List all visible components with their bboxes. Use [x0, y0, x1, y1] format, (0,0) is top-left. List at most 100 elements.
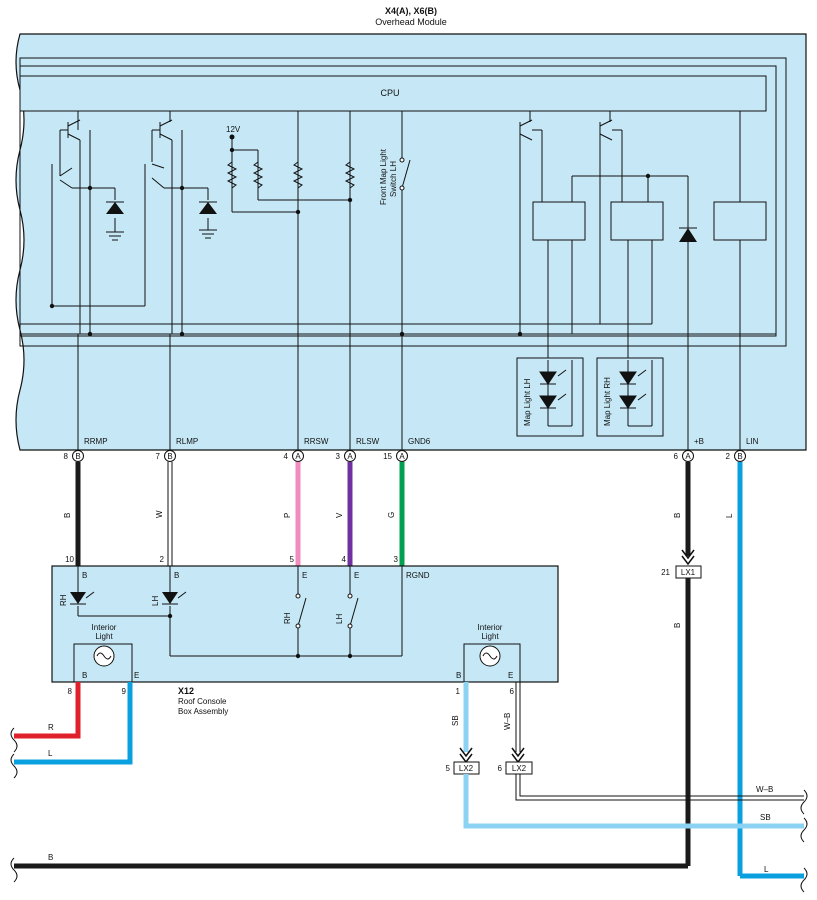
module-pin-lines [77, 111, 403, 450]
console-pin-1: 1 [456, 687, 461, 696]
bus-frame-inner [19, 65, 777, 337]
interior-light-left-2: Light [95, 632, 113, 641]
pin-name-lin: LIN [746, 437, 759, 446]
pin-num-rlsw: 3 [336, 452, 341, 461]
console-name-2: Box Assembly [178, 707, 228, 716]
wb-wire-lower-a [515, 774, 804, 801]
wire-label-rlsw: V [335, 512, 344, 518]
wire-label-rlmp: W [155, 510, 164, 518]
break-mark-left-b [10, 857, 18, 883]
pin-conn-rrsw: A [295, 452, 301, 461]
blue-wire-left [14, 682, 133, 765]
module-name: Overhead Module [375, 17, 447, 27]
pin-num-rrmp: 8 [64, 452, 69, 461]
wire-label-l-left: L [48, 749, 53, 758]
pin-num-rlmp: 7 [156, 452, 161, 461]
wire-color-labels: B W P V G B L [63, 510, 734, 518]
pin-num-rrsw: 4 [284, 452, 289, 461]
wire-label-rrmp: B [63, 513, 72, 518]
front-switch-label-2: Switch LH [389, 161, 398, 197]
console-led-lh [162, 592, 178, 604]
lx2-pin-b: 6 [498, 764, 503, 773]
rrmp-driver [51, 111, 145, 334]
wire-label-gnd6: G [387, 512, 396, 518]
rlmp-zener [199, 202, 217, 214]
console-led-rh-label: RH [59, 594, 68, 606]
pin-conn-rlsw: A [347, 452, 353, 461]
interior-left-term-e: E [134, 671, 139, 680]
wire-label-sb-right: SB [760, 813, 771, 822]
lx1-pin: 21 [661, 568, 670, 577]
interior-light-left: Interior Light B E [73, 623, 139, 683]
harness-wires [75, 462, 743, 876]
console-term-1: B [82, 571, 87, 580]
roof-console-box [51, 565, 559, 683]
lx2-pin-a: 5 [446, 764, 451, 773]
pin-conn-lin: B [737, 452, 742, 461]
break-mark-right-wb [800, 789, 808, 815]
console-pin-4: 4 [342, 555, 347, 564]
pin-num-lin: 2 [726, 452, 731, 461]
pin-name-rlmp: RLMP [176, 437, 198, 446]
cpu-block [19, 75, 767, 112]
console-led-lh-label: LH [151, 596, 160, 606]
console-term-4: E [354, 571, 359, 580]
wb-wire-lower-b [519, 774, 804, 797]
pin-name-gnd6: GND6 [408, 437, 431, 446]
interior-light-right-1: Interior [478, 623, 503, 632]
console-term-3: E [302, 571, 307, 580]
pin-conn-gnd6: A [399, 452, 405, 461]
lx2-label-a: LX2 [459, 764, 474, 773]
break-mark-right-sb [800, 817, 808, 843]
interior-right-term-e: E [508, 671, 513, 680]
lx2-label-b: LX2 [512, 764, 527, 773]
module-pin-names: RRMP RLMP RRSW RLSW GND6 +B LIN [84, 437, 759, 446]
interior-light-right: Interior Light B E [456, 623, 521, 683]
wire-label-lin: L [725, 513, 734, 518]
sb-wire-lower [463, 774, 804, 829]
map-light-leds [539, 360, 653, 427]
console-pin-6: 6 [510, 687, 515, 696]
console-sw-lh-label: LH [335, 614, 344, 624]
pin-num-b: 6 [674, 452, 679, 461]
module-id: X4(A), X6(B) [385, 6, 437, 16]
wire-label-b: B [673, 513, 682, 518]
rlmp-driver [144, 111, 217, 334]
module-pins: B 8 B 7 A 4 A 3 A 15 A 6 B 2 [64, 450, 746, 462]
supply-label: 12V [226, 125, 241, 134]
wire-label-r: R [48, 723, 54, 732]
console-circuit [77, 566, 403, 657]
cpu-label: CPU [380, 88, 399, 98]
console-name-1: Roof Console [178, 697, 227, 706]
interior-left-term-b: B [82, 671, 87, 680]
pin-conn-rrmp: B [75, 452, 80, 461]
console-pin-9: 9 [122, 687, 127, 696]
console-pin-2: 2 [160, 555, 165, 564]
pin-conn-b: A [685, 452, 691, 461]
pin-conn-rlmp: B [167, 452, 172, 461]
break-mark-right-l [800, 867, 808, 893]
console-pin-3: 3 [394, 555, 399, 564]
console-pin-5: 5 [290, 555, 295, 564]
wire-label-wb-right: W–B [756, 785, 773, 794]
console-term-2: B [174, 571, 179, 580]
console-pin-10: 10 [65, 555, 74, 564]
front-switch-label-1: Front Map Light [379, 148, 388, 205]
break-mark-left-lower [10, 753, 18, 779]
pin-name-rrmp: RRMP [84, 437, 108, 446]
console-led-rh [70, 592, 86, 604]
map-light-rh-label: Map Light RH [603, 377, 612, 426]
console-top-pins: 10 2 5 4 3 B B E E RGND [65, 555, 430, 580]
pin-name-b: +B [694, 437, 704, 446]
map-light-drivers [519, 111, 767, 450]
wire-label-b-bottom: B [48, 853, 53, 862]
lx1-connector: LX1 21 [661, 549, 702, 579]
pin-num-gnd6: 15 [383, 452, 392, 461]
front-map-switch [401, 111, 411, 334]
lx1-label: LX1 [681, 568, 696, 577]
lx2-connectors: LX2 5 LX2 6 [446, 747, 533, 775]
interior-light-right-2: Light [481, 632, 499, 641]
console-term-5: RGND [406, 571, 430, 580]
